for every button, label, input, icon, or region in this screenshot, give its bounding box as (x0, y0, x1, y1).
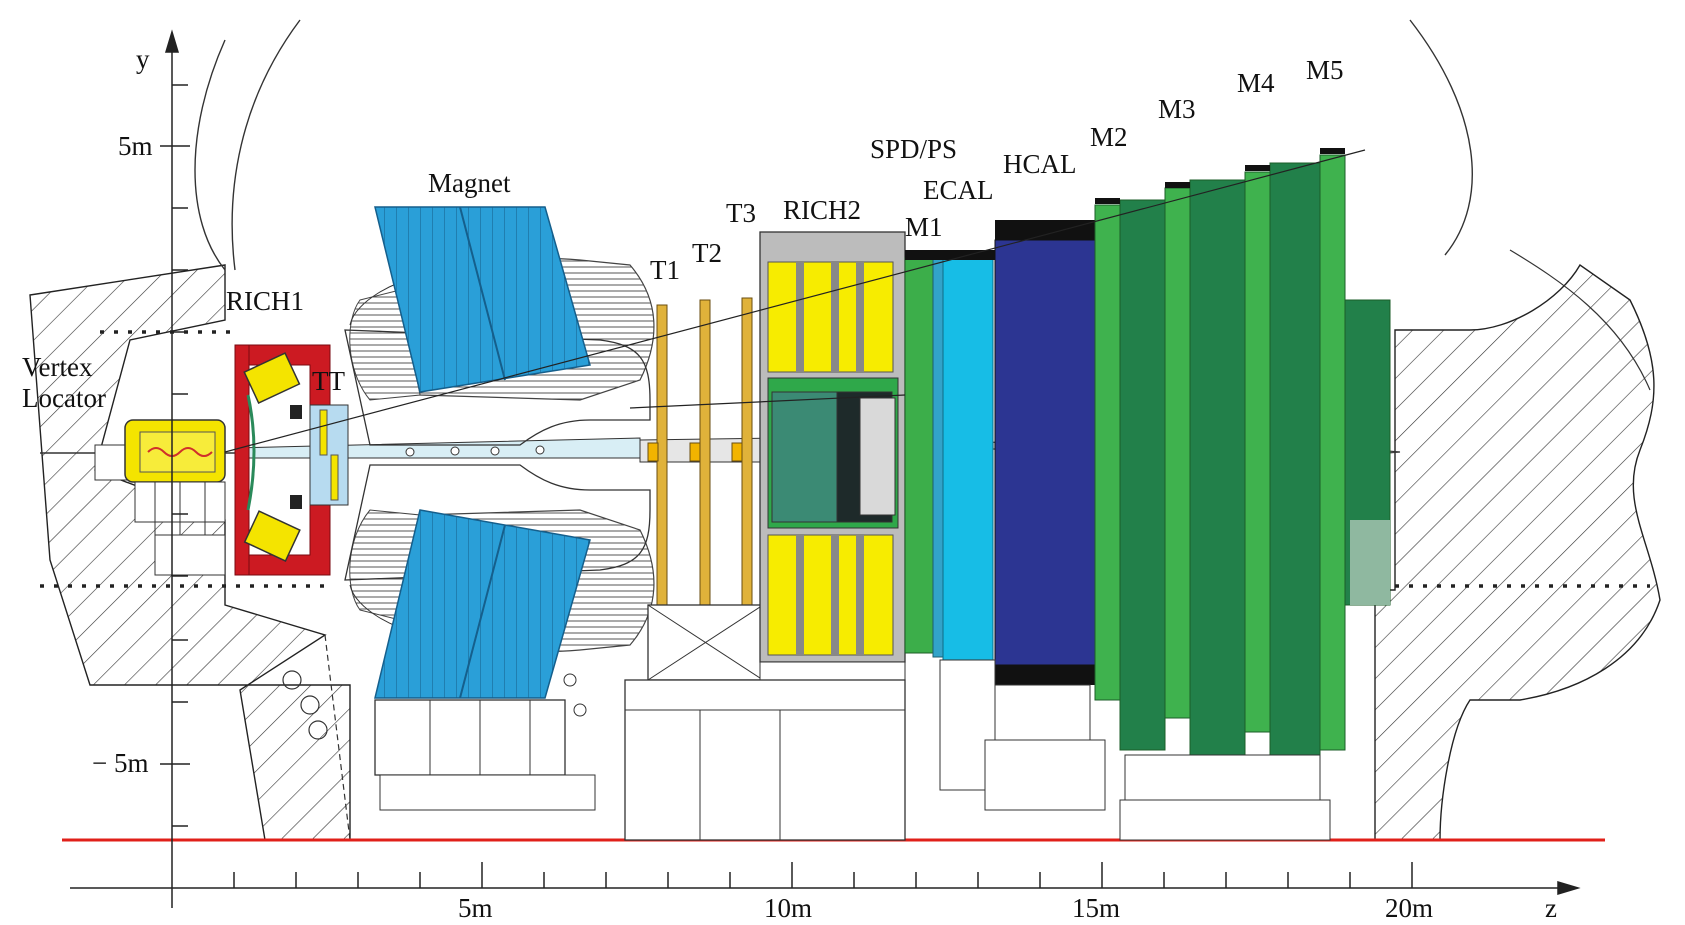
z-tick-5m: 5m (458, 893, 493, 923)
label-tt: TT (312, 366, 345, 396)
tracker-platform (624, 679, 906, 841)
tt-station (309, 404, 349, 506)
z-tick-15m: 15m (1072, 893, 1121, 923)
z-tick-10m: 10m (764, 893, 813, 923)
y-tick-5m: 5m (118, 131, 153, 161)
label-hcal: HCAL (1003, 149, 1077, 179)
label-vertex-locator: Vertex Locator (22, 352, 106, 413)
label-rich2: RICH2 (783, 195, 862, 225)
label-t3: T3 (726, 198, 756, 228)
muon-stations (1094, 148, 1391, 841)
label-ecal: ECAL (923, 175, 994, 205)
label-m4: M4 (1237, 68, 1275, 98)
rich2 (759, 231, 906, 840)
y-axis-label: y (136, 44, 150, 74)
label-spd-ps: SPD/PS (870, 134, 958, 164)
label-magnet: Magnet (428, 168, 511, 198)
label-m5: M5 (1306, 55, 1344, 85)
label-t2: T2 (692, 238, 722, 268)
z-tick-20m: 20m (1385, 893, 1434, 923)
dotted-reference-lines (40, 330, 1650, 588)
y-tick-minus-5m: − 5m (92, 748, 149, 778)
label-m2: M2 (1090, 122, 1128, 152)
magnet (344, 206, 655, 811)
z-axis-label: z (1545, 893, 1557, 923)
label-m3: M3 (1158, 94, 1196, 124)
vertex-locator (94, 419, 226, 576)
cavern-wall-right (1374, 19, 1661, 841)
tracking-stations (647, 297, 764, 681)
label-rich1: RICH1 (226, 286, 305, 316)
axes (70, 29, 1581, 908)
calorimeters (904, 220, 1106, 811)
label-t1: T1 (650, 255, 680, 285)
acceptance-lines (224, 149, 1366, 453)
label-m1: M1 (905, 212, 943, 242)
